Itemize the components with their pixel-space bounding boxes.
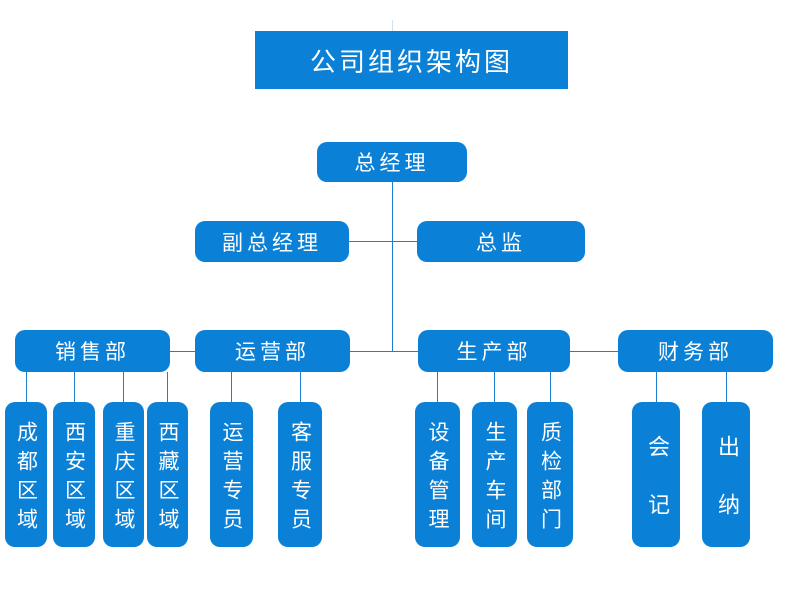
- connector-line-leaf: [231, 372, 232, 402]
- leaf-label: 出纳: [714, 434, 739, 551]
- leaf-cashier: 出纳: [702, 402, 750, 551]
- node-finance-dept: 财务部: [618, 330, 773, 372]
- leaf-label: 会记: [644, 434, 669, 551]
- connector-line-leaf: [26, 372, 27, 402]
- leaf-label: 成都区域: [14, 420, 39, 537]
- connector-line-depts-seg1: [170, 351, 195, 352]
- connector-line-leaf: [74, 372, 75, 402]
- leaf-accounting: 会记: [632, 402, 680, 551]
- connector-line-leaf: [123, 372, 124, 402]
- leaf-customer-service-specialist: 客服专员: [278, 402, 322, 547]
- node-deputy-general-manager: 副总经理: [195, 221, 349, 262]
- connector-line-leaf: [494, 372, 495, 402]
- leaf-quality-inspection-dept: 质检部门: [527, 402, 573, 547]
- leaf-label: 西藏区域: [156, 420, 180, 537]
- leaf-tibet-region: 西藏区域: [147, 402, 188, 547]
- node-director: 总监: [417, 221, 585, 262]
- leaf-chengdu-region: 成都区域: [5, 402, 47, 547]
- leaf-operations-specialist: 运营专员: [210, 402, 253, 547]
- connector-line-depts-seg3: [570, 351, 618, 352]
- title-top-connector-line: [392, 20, 393, 31]
- connector-line-leaf: [437, 372, 438, 402]
- leaf-xian-region: 西安区域: [53, 402, 95, 547]
- leaf-label: 质检部门: [538, 420, 563, 537]
- connector-line-leaf: [726, 372, 727, 402]
- leaf-label: 西安区域: [62, 420, 87, 537]
- node-production-dept: 生产部: [418, 330, 570, 372]
- node-general-manager: 总经理: [317, 142, 467, 182]
- leaf-chongqing-region: 重庆区域: [103, 402, 144, 547]
- leaf-label: 生产车间: [483, 420, 507, 537]
- leaf-label: 重庆区域: [112, 420, 136, 537]
- leaf-label: 客服专员: [288, 420, 313, 537]
- leaf-label: 运营专员: [220, 420, 244, 537]
- connector-line-gm-drop: [392, 182, 393, 351]
- node-sales-dept: 销售部: [15, 330, 170, 372]
- leaf-production-workshop: 生产车间: [472, 402, 517, 547]
- connector-line-leaf: [167, 372, 168, 402]
- node-operations-dept: 运营部: [195, 330, 350, 372]
- connector-line-depts-seg2: [350, 351, 418, 352]
- chart-title: 公司组织架构图: [255, 31, 568, 89]
- leaf-label: 设备管理: [426, 420, 450, 537]
- connector-line-level2: [349, 241, 417, 242]
- leaf-equipment-management: 设备管理: [415, 402, 460, 547]
- connector-line-leaf: [656, 372, 657, 402]
- connector-line-leaf: [300, 372, 301, 402]
- connector-line-leaf: [550, 372, 551, 402]
